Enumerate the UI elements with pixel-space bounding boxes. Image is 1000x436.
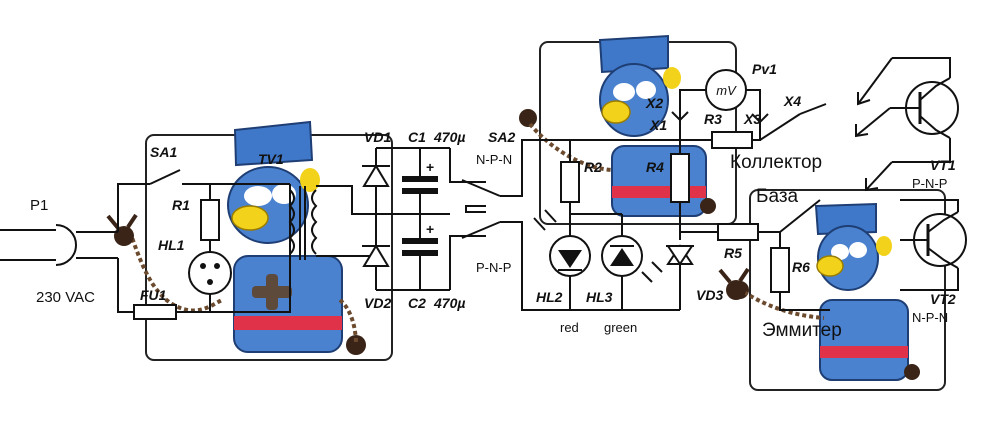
label-mains-voltage: 230 VAC (36, 289, 95, 306)
light-arrow-icon (651, 261, 663, 273)
label-x4: X4 (783, 93, 801, 109)
plug-right (718, 267, 750, 302)
label-base: База (756, 186, 799, 207)
label-vt2: VT2 (930, 291, 956, 307)
fuse-fu1 (133, 304, 177, 320)
label-r4: R4 (646, 159, 664, 175)
terminal-x3 (751, 113, 769, 124)
probe-x4 (759, 113, 801, 141)
diode-vd2 (362, 244, 390, 267)
svg-text:+: + (426, 159, 434, 175)
transistor-vt2 (900, 199, 967, 291)
switch-sa2-top (461, 179, 501, 197)
transformer-tv1 (288, 186, 318, 260)
resistor-r5 (717, 223, 759, 241)
lamp-hl1 (188, 251, 232, 295)
label-vt1-type: P-N-P (912, 176, 947, 191)
label-c2-value: 470µ (433, 295, 465, 311)
diode-vd1 (362, 164, 390, 187)
twisted-lead-meter (528, 122, 613, 172)
capacitor-c2: + (402, 214, 438, 290)
light-arrow-icon (641, 271, 653, 283)
mains-plug-p1 (0, 224, 118, 266)
clay-character-power (227, 120, 366, 355)
label-c2: C2 (408, 295, 426, 311)
resistor-r3 (711, 131, 753, 149)
label-vt2-type: N-P-N (912, 310, 948, 325)
label-hl3: HL3 (586, 289, 613, 305)
light-arrow-icon (533, 217, 546, 231)
label-c1: C1 (408, 129, 426, 145)
label-r2: R2 (584, 159, 602, 175)
resistor-r4 (670, 153, 690, 203)
label-sa2-npn: N-P-N (476, 152, 512, 167)
light-arrow-icon (544, 209, 557, 223)
resistor-r6 (770, 247, 790, 293)
plug-left (106, 213, 138, 248)
label-x2: X2 (645, 95, 663, 111)
label-x3: X3 (743, 111, 761, 127)
label-vt1: VT1 (930, 157, 956, 173)
resistor-r2 (560, 161, 580, 203)
label-tv1: TV1 (258, 151, 284, 167)
arrow-icon (855, 107, 891, 137)
label-r5: R5 (724, 245, 742, 261)
label-p1: P1 (30, 197, 48, 214)
arrow-icon (865, 161, 893, 191)
clay-character-transistor (731, 202, 920, 381)
label-sa2-pnp: P-N-P (476, 260, 511, 275)
switch-sa2-bottom (461, 221, 501, 239)
meter-unit-label: mV (716, 83, 737, 98)
label-c1-value: 470µ (433, 129, 465, 145)
label-pv1: Pv1 (752, 61, 777, 77)
label-vd2: VD2 (364, 295, 391, 311)
transistor-vt1 (890, 57, 959, 163)
label-vd3: VD3 (696, 287, 723, 303)
label-x1: X1 (649, 117, 667, 133)
label-collector: Коллектор (730, 152, 822, 173)
label-fu1: FU1 (140, 287, 167, 303)
label-emitter: Эммитер (762, 320, 842, 341)
resistor-r1 (200, 199, 220, 241)
arrow-icon (857, 57, 893, 105)
capacitor-c1: + (402, 148, 438, 214)
label-hl1: HL1 (158, 237, 185, 253)
label-hl2: HL2 (536, 289, 563, 305)
label-sa1: SA1 (150, 144, 177, 160)
terminal-x2 (671, 111, 689, 122)
twisted-lead-left (128, 231, 223, 313)
label-red: red (560, 320, 579, 335)
wire-fu1-out (176, 184, 291, 313)
wire-fu1-in (117, 258, 134, 313)
probe-base (779, 199, 821, 233)
label-green: green (604, 320, 637, 335)
label-sa2: SA2 (488, 129, 515, 145)
label-r3: R3 (704, 111, 722, 127)
svg-text:+: + (426, 221, 434, 237)
label-r1: R1 (172, 197, 190, 213)
twisted-lead-power (338, 298, 358, 345)
label-r6: R6 (792, 259, 810, 275)
switch-sa1 (149, 169, 181, 185)
label-vd1: VD1 (364, 129, 391, 145)
wire-sa1-in (117, 183, 150, 232)
